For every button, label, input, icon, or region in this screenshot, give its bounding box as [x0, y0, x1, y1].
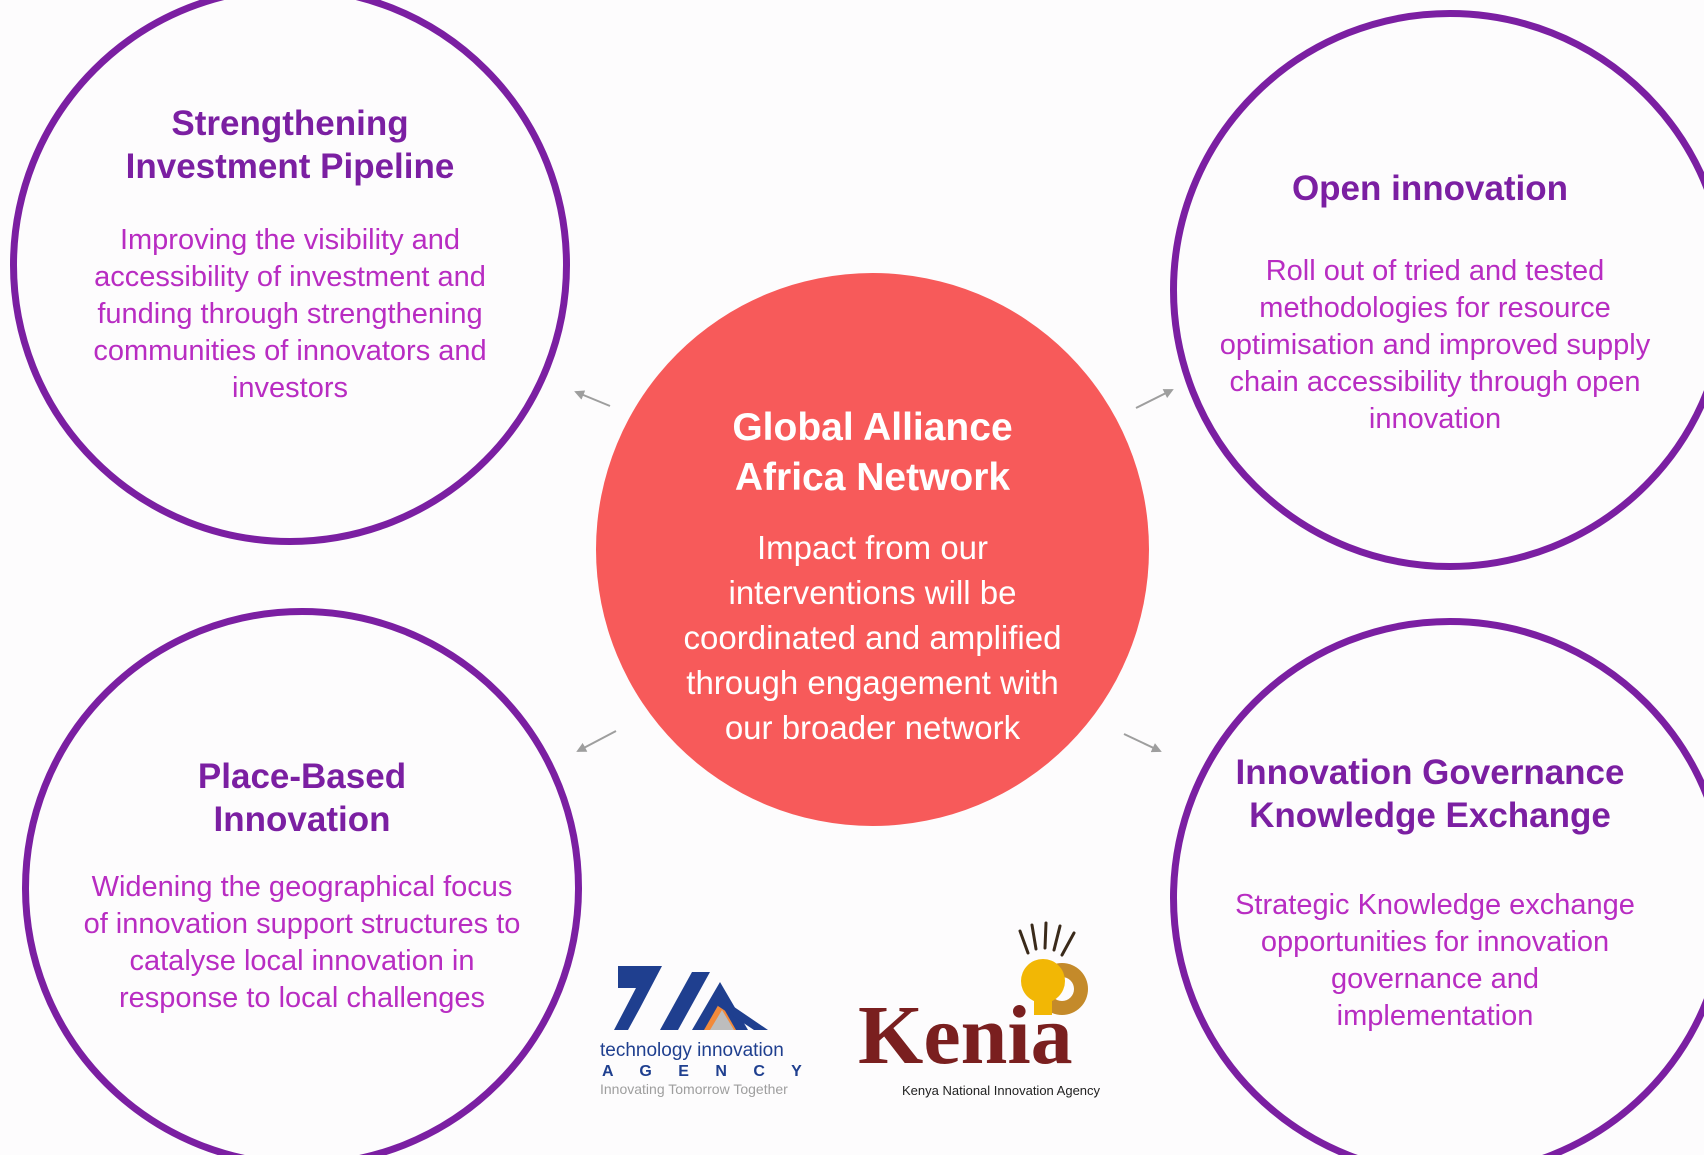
- node-title-line: Open innovation: [1291, 169, 1569, 208]
- center-body-line: our broader network: [724, 709, 1021, 746]
- node-body-line: chain accessibility through open: [1229, 366, 1641, 398]
- node-body-line: response to local challenges: [119, 982, 485, 1014]
- node-body: Roll out of tried and tested methodologi…: [1167, 253, 1703, 438]
- arrow-to-top-left: [574, 390, 611, 407]
- node-body-line: implementation: [1336, 1000, 1534, 1032]
- tia-line-1: technology innovation: [600, 1040, 784, 1061]
- center-title-line: Africa Network: [734, 456, 1011, 499]
- node-title-line: Innovation Governance: [1235, 753, 1625, 792]
- center-body-line: Impact from our: [756, 529, 989, 566]
- node-body-line: funding through strengthening: [97, 298, 483, 330]
- node-body: Strategic Knowledge exchange opportuniti…: [1167, 887, 1703, 1035]
- center-body: Impact from our interventions will be co…: [626, 525, 1119, 750]
- node-body-line: Strategic Knowledge exchange: [1235, 889, 1635, 921]
- center-body-line: coordinated and amplified: [683, 619, 1062, 656]
- node-title: Place-Based Innovation: [29, 755, 575, 841]
- center-title: Global Alliance Africa Network: [596, 403, 1149, 503]
- arrow-to-top-right: [1135, 389, 1174, 409]
- node-body: Widening the geographical focus of innov…: [39, 869, 565, 1017]
- kenia-logo: Kenia Kenya National Innovation Agency: [858, 921, 1101, 1098]
- node-body-line: catalyse local innovation in: [129, 945, 475, 977]
- node-body-line: of innovation support structures to: [83, 908, 521, 940]
- node-title-line: Innovation: [213, 800, 391, 839]
- node-place-based-innovation: Place-Based Innovation Widening the geog…: [22, 608, 582, 1155]
- node-body-line: Widening the geographical focus: [91, 871, 513, 903]
- node-title-line: Investment Pipeline: [125, 147, 455, 186]
- kenia-wordmark: Kenia: [858, 989, 1073, 1082]
- kenia-caption: Kenya National Innovation Agency: [902, 1083, 1101, 1098]
- tia-line-3: Innovating Tomorrow Together: [600, 1081, 788, 1097]
- arrow-to-bottom-left: [576, 730, 617, 752]
- node-body-line: communities of innovators and: [93, 335, 487, 367]
- node-title-line: Knowledge Exchange: [1249, 796, 1611, 835]
- node-strengthening-investment-pipeline: Strengthening Investment Pipeline Improv…: [10, 0, 570, 545]
- tia-logo-mark: [614, 966, 768, 1030]
- node-innovation-governance-knowledge-exchange: Innovation Governance Knowledge Exchange…: [1170, 618, 1704, 1155]
- node-body-line: innovation: [1368, 403, 1502, 435]
- node-title: Open innovation: [1157, 167, 1703, 210]
- node-title: Innovation Governance Knowledge Exchange: [1157, 751, 1703, 837]
- lightbulb-icon: [1018, 921, 1088, 1015]
- center-node-global-alliance: Global Alliance Africa Network Impact fr…: [596, 273, 1149, 826]
- node-body-line: governance and: [1331, 963, 1539, 995]
- center-title-line: Global Alliance: [732, 406, 1013, 449]
- node-title: Strengthening Investment Pipeline: [17, 102, 563, 188]
- node-body-line: Improving the visibility and: [119, 224, 461, 256]
- node-body-line: Roll out of tried and tested: [1265, 255, 1605, 287]
- tia-logo: technology innovation A G E N C Y Innova…: [600, 966, 813, 1097]
- node-body-line: opportunities for innovation: [1260, 926, 1610, 958]
- node-body-line: investors: [231, 372, 349, 404]
- node-title-line: Place-Based: [197, 757, 407, 796]
- node-body: Improving the visibility and accessibili…: [37, 222, 543, 407]
- node-body-line: accessibility of investment and: [94, 261, 486, 293]
- tia-line-2: A G E N C Y: [602, 1063, 813, 1080]
- node-body-line: optimisation and improved supply: [1219, 329, 1651, 361]
- center-body-line: through engagement with: [686, 664, 1059, 701]
- node-title-line: Strengthening: [171, 104, 409, 143]
- node-open-innovation: Open innovation Roll out of tried and te…: [1170, 10, 1704, 570]
- arrow-to-bottom-right: [1123, 733, 1162, 753]
- node-body-line: methodologies for resource: [1259, 292, 1611, 324]
- center-body-line: interventions will be: [728, 574, 1017, 611]
